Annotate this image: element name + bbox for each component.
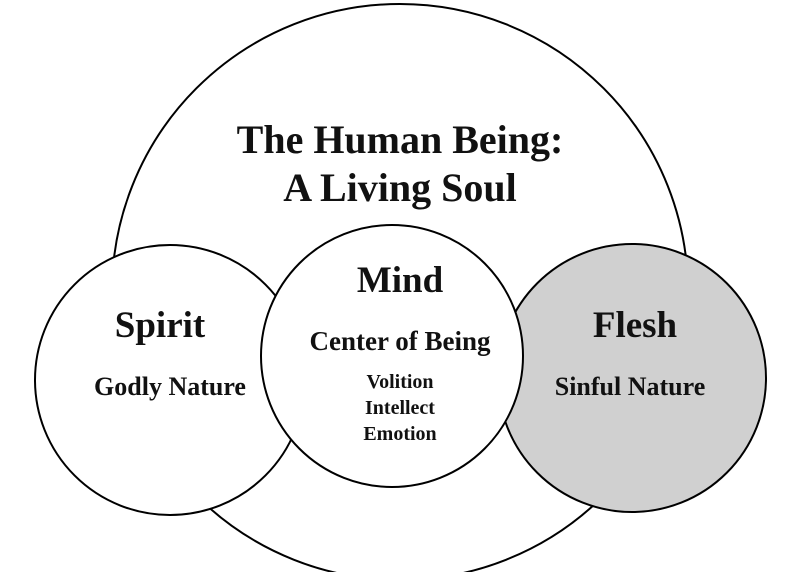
spirit-nature: Godly Nature [94,372,246,401]
spirit-title: Spirit [114,305,206,346]
mind-faculty-intellect: Intellect [365,397,435,419]
diagram-title-line2: A Living Soul [283,165,517,210]
mind-subtitle: Center of Being [309,326,491,356]
mind-title: Mind [356,260,444,301]
diagram-title-line1: The Human Being: [236,117,564,162]
mind-circle [260,224,524,488]
flesh-nature: Sinful Nature [554,372,706,401]
flesh-title: Flesh [592,305,678,346]
mind-faculty-volition: Volition [366,371,434,393]
mind-faculty-emotion: Emotion [363,423,437,445]
